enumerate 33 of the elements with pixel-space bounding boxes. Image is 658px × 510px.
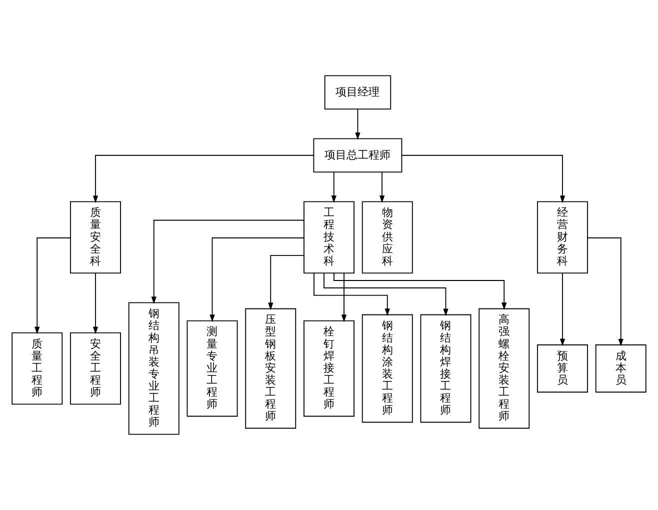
arrow [334, 272, 507, 310]
arrow [355, 108, 360, 140]
arrow [210, 237, 304, 322]
arrow [331, 172, 336, 203]
node-box: 钢结构吊装专业工程师 [128, 302, 180, 435]
node-box: 质量工程师 [12, 332, 63, 405]
arrow [401, 154, 566, 204]
node-box: 钢结构涂装工程师 [362, 314, 413, 423]
node-box: 测量专业工程师 [186, 320, 238, 417]
node-box: 栓钉焊接工程师 [304, 320, 354, 417]
arrow [92, 154, 314, 204]
arrow [268, 255, 304, 310]
node-box: 成本员 [595, 344, 646, 393]
arrow [560, 272, 566, 346]
node-box: 经营财务科 [537, 201, 588, 274]
node-box: 压型钢板安装工程师 [245, 308, 296, 429]
arrow [92, 272, 98, 334]
node-box: 安全工程师 [70, 332, 121, 405]
node-box: 预算员 [537, 344, 588, 393]
arrow [379, 172, 385, 203]
arrow [151, 220, 304, 304]
arrow [587, 237, 624, 346]
node-box: 质量安全科 [70, 201, 121, 274]
node-box: 高强螺栓安装工程师 [478, 308, 530, 429]
arrow [324, 272, 448, 316]
node-box: 工程技术科 [304, 201, 354, 274]
node-box: 钢结构焊接工程师 [420, 314, 472, 423]
node-box: 项目经理 [324, 75, 392, 110]
arrow [314, 272, 390, 316]
arrow [341, 272, 347, 322]
node-box: 项目总工程师 [313, 138, 402, 173]
arrow [34, 237, 71, 334]
node-box: 物资供应科 [362, 201, 413, 274]
